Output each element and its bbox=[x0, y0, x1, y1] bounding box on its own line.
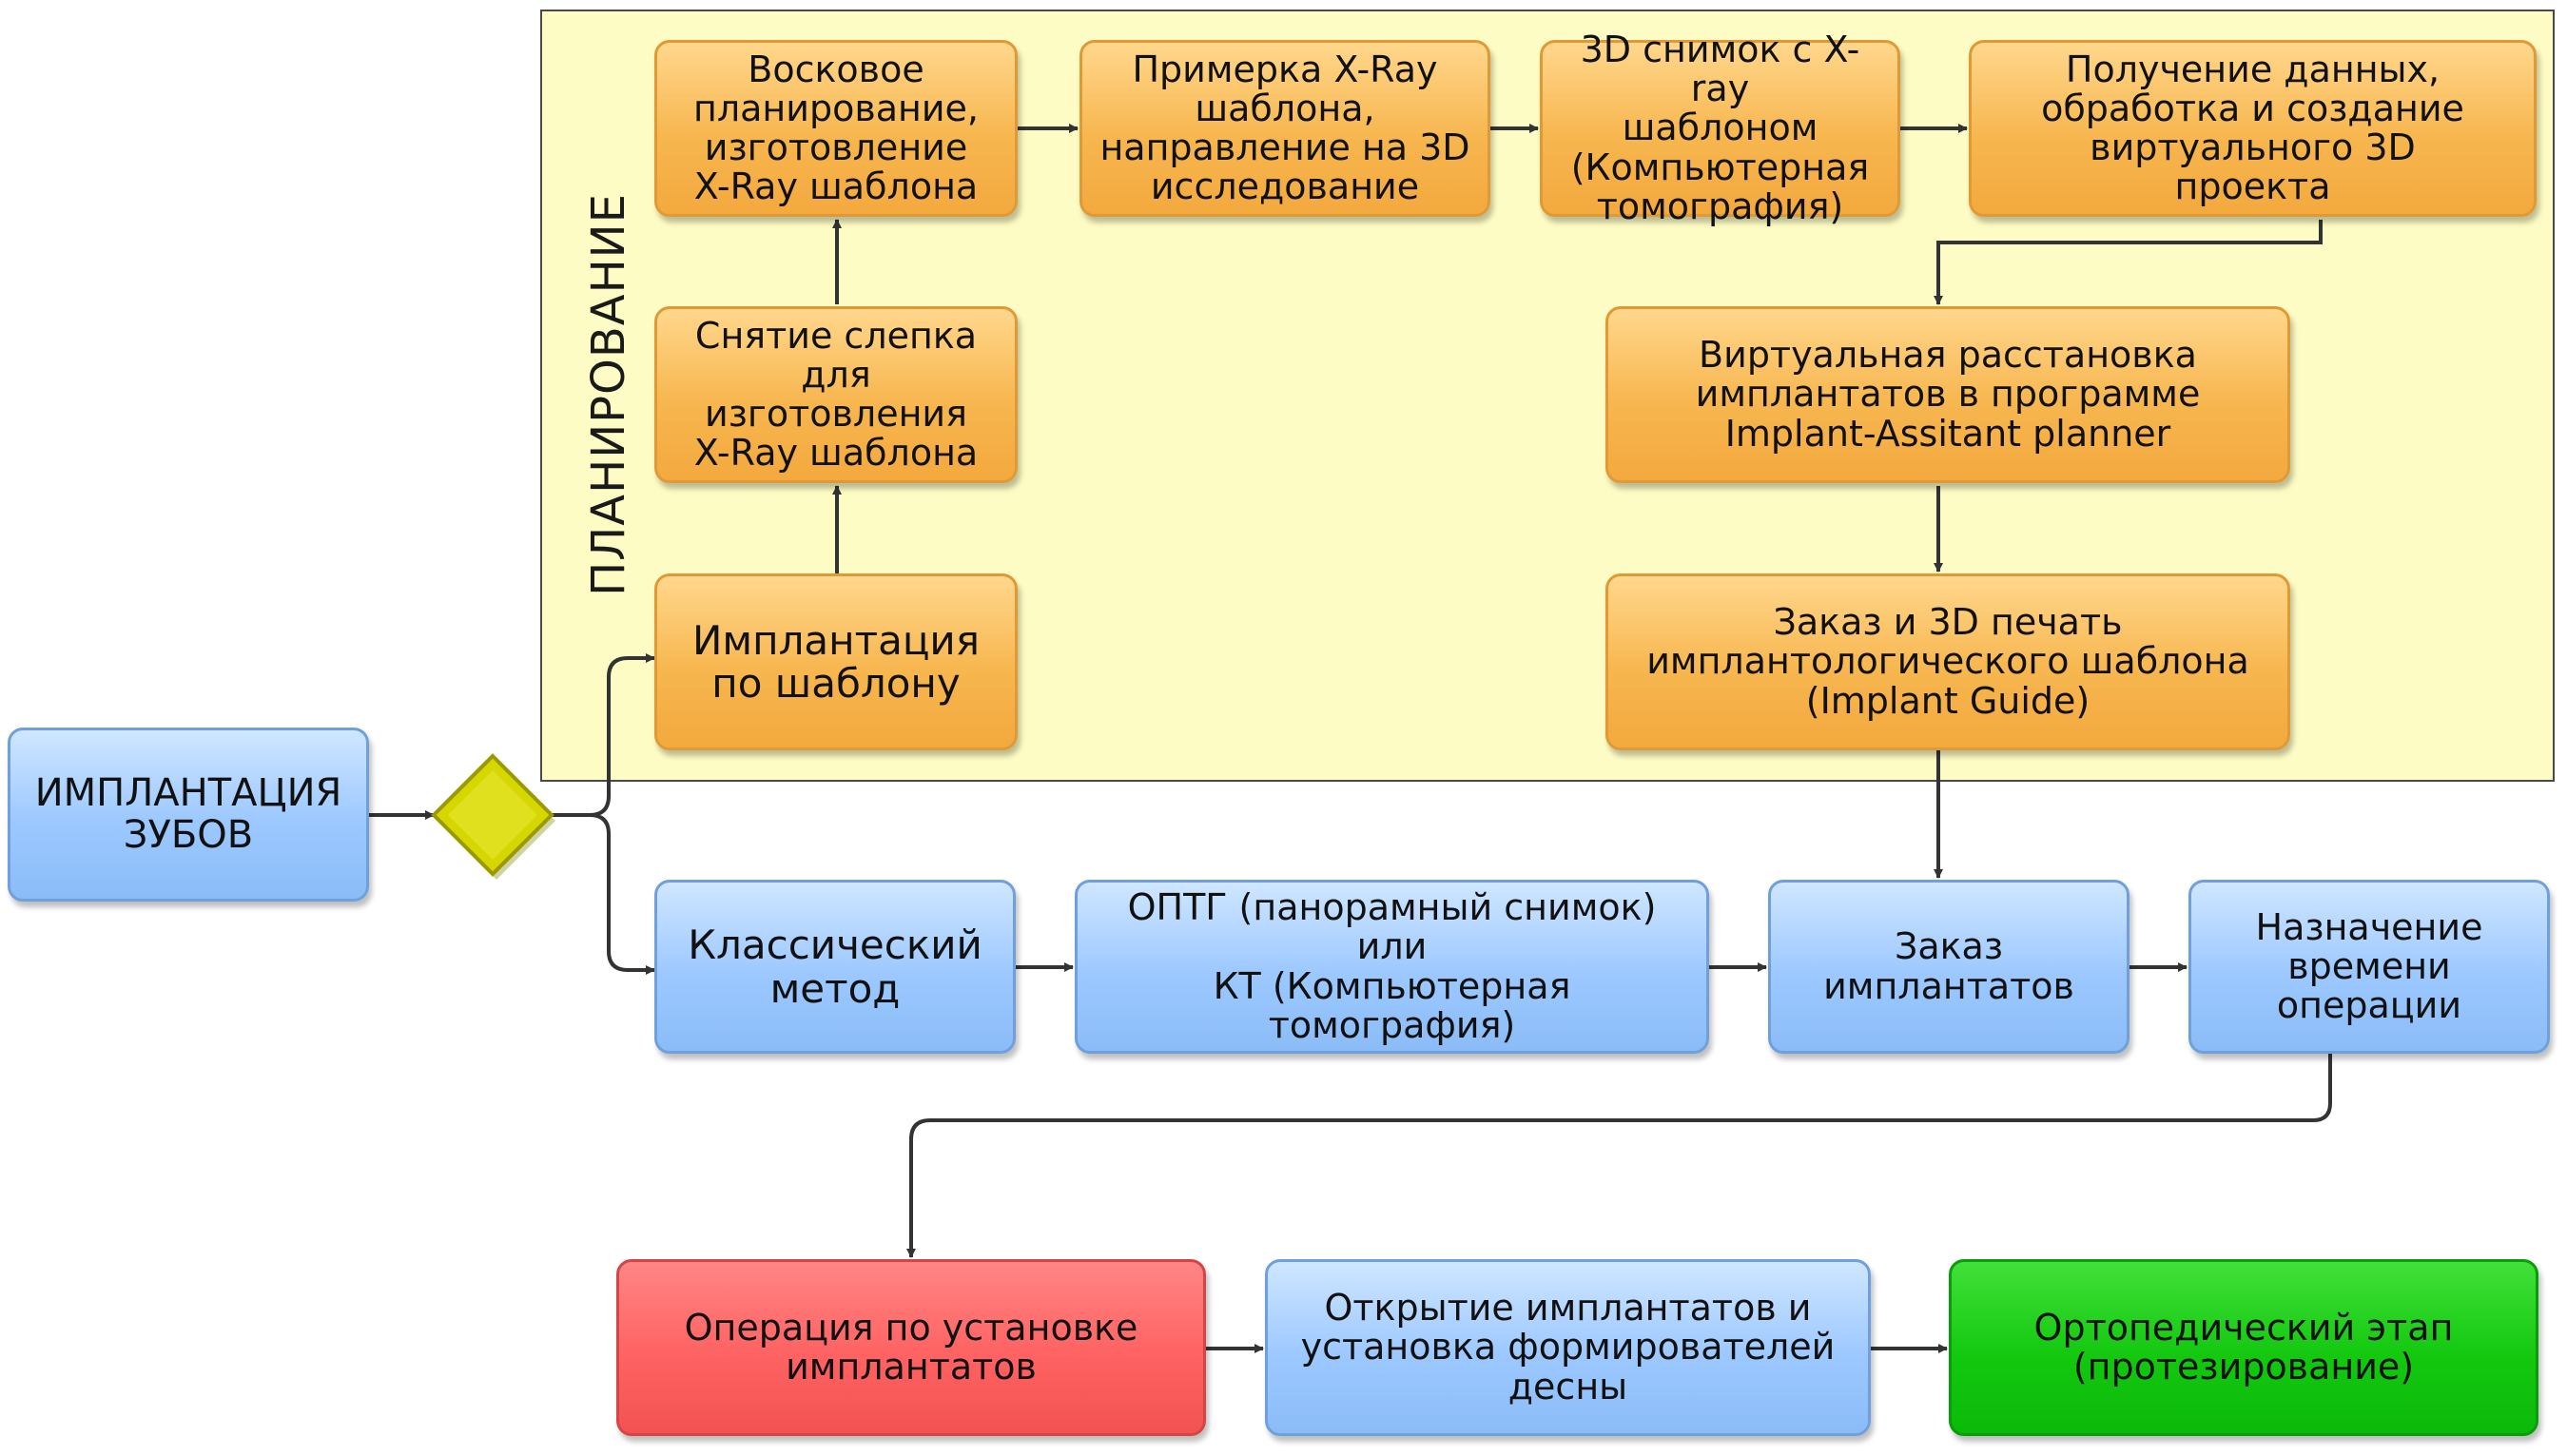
node-classic-method: Классический метод bbox=[654, 880, 1016, 1054]
node-3d-scan-label: 3D снимок с X-ray шаблоном (Компьютерная… bbox=[1570, 29, 1870, 227]
node-template-fitting-label: Примерка X-Ray шаблона, направление на 3… bbox=[1099, 48, 1470, 208]
node-classic-method-label: Классический метод bbox=[688, 922, 982, 1012]
node-schedule-operation: Назначение времени операции bbox=[2188, 880, 2550, 1054]
node-data-processing: Получение данных, обработка и создание в… bbox=[1969, 40, 2537, 217]
node-implant-order-label: Заказ имплантатов bbox=[1823, 925, 2074, 1007]
node-guided-implantation: Имплантация по шаблону bbox=[654, 573, 1018, 750]
connector-gateway-guided bbox=[552, 653, 655, 817]
node-implant-opening: Открытие имплантатов и установка формиро… bbox=[1265, 1259, 1871, 1436]
node-guide-print: Заказ и 3D печать имплантологического ша… bbox=[1605, 573, 2290, 750]
node-guided-implantation-label: Имплантация по шаблону bbox=[692, 616, 980, 707]
node-optg-ct-label: ОПТГ (панорамный снимок) или КТ (Компьют… bbox=[1127, 886, 1657, 1046]
node-schedule-operation-label: Назначение времени операции bbox=[2255, 905, 2483, 1027]
node-optg-ct: ОПТГ (панорамный снимок) или КТ (Компьют… bbox=[1075, 880, 1709, 1054]
node-start: ИМПЛАНТАЦИЯ ЗУБОВ bbox=[8, 728, 369, 902]
node-impression: Снятие слепка для изготовления X-Ray шаб… bbox=[654, 306, 1018, 483]
node-template-fitting: Примерка X-Ray шаблона, направление на 3… bbox=[1079, 40, 1490, 217]
node-start-label: ИМПЛАНТАЦИЯ ЗУБОВ bbox=[34, 771, 342, 857]
decision-gateway bbox=[431, 753, 555, 880]
node-orthopedic-stage-label: Ортопедический этап (протезирование) bbox=[2033, 1306, 2454, 1388]
node-orthopedic-stage: Ортопедический этап (протезирование) bbox=[1949, 1259, 2538, 1436]
node-virtual-placement: Виртуальная расстановка имплантатов в пр… bbox=[1605, 306, 2290, 483]
node-surgery-label: Операция по установке имплантатов bbox=[684, 1306, 1138, 1388]
node-implant-opening-label: Открытие имплантатов и установка формиро… bbox=[1300, 1287, 1836, 1407]
node-3d-scan: 3D снимок с X-ray шаблоном (Компьютерная… bbox=[1540, 30, 1900, 225]
node-implant-order: Заказ имплантатов bbox=[1768, 880, 2129, 1054]
node-wax-planning-label: Восковое планирование, изготовление X-Ra… bbox=[692, 48, 979, 208]
node-surgery: Операция по установке имплантатов bbox=[616, 1259, 1206, 1436]
node-data-processing-label: Получение данных, обработка и создание в… bbox=[2041, 48, 2464, 208]
connector-data-virtual bbox=[1934, 220, 2323, 305]
connector-schedule-surgery bbox=[906, 1054, 2332, 1258]
node-virtual-placement-label: Виртуальная расстановка имплантатов в пр… bbox=[1695, 334, 2201, 455]
node-wax-planning: Восковое планирование, изготовление X-Ra… bbox=[654, 40, 1018, 217]
node-impression-label: Снятие слепка для изготовления X-Ray шаб… bbox=[693, 314, 979, 475]
node-guide-print-label: Заказ и 3D печать имплантологического ша… bbox=[1646, 601, 2249, 722]
connector-gateway-classic bbox=[589, 813, 655, 975]
